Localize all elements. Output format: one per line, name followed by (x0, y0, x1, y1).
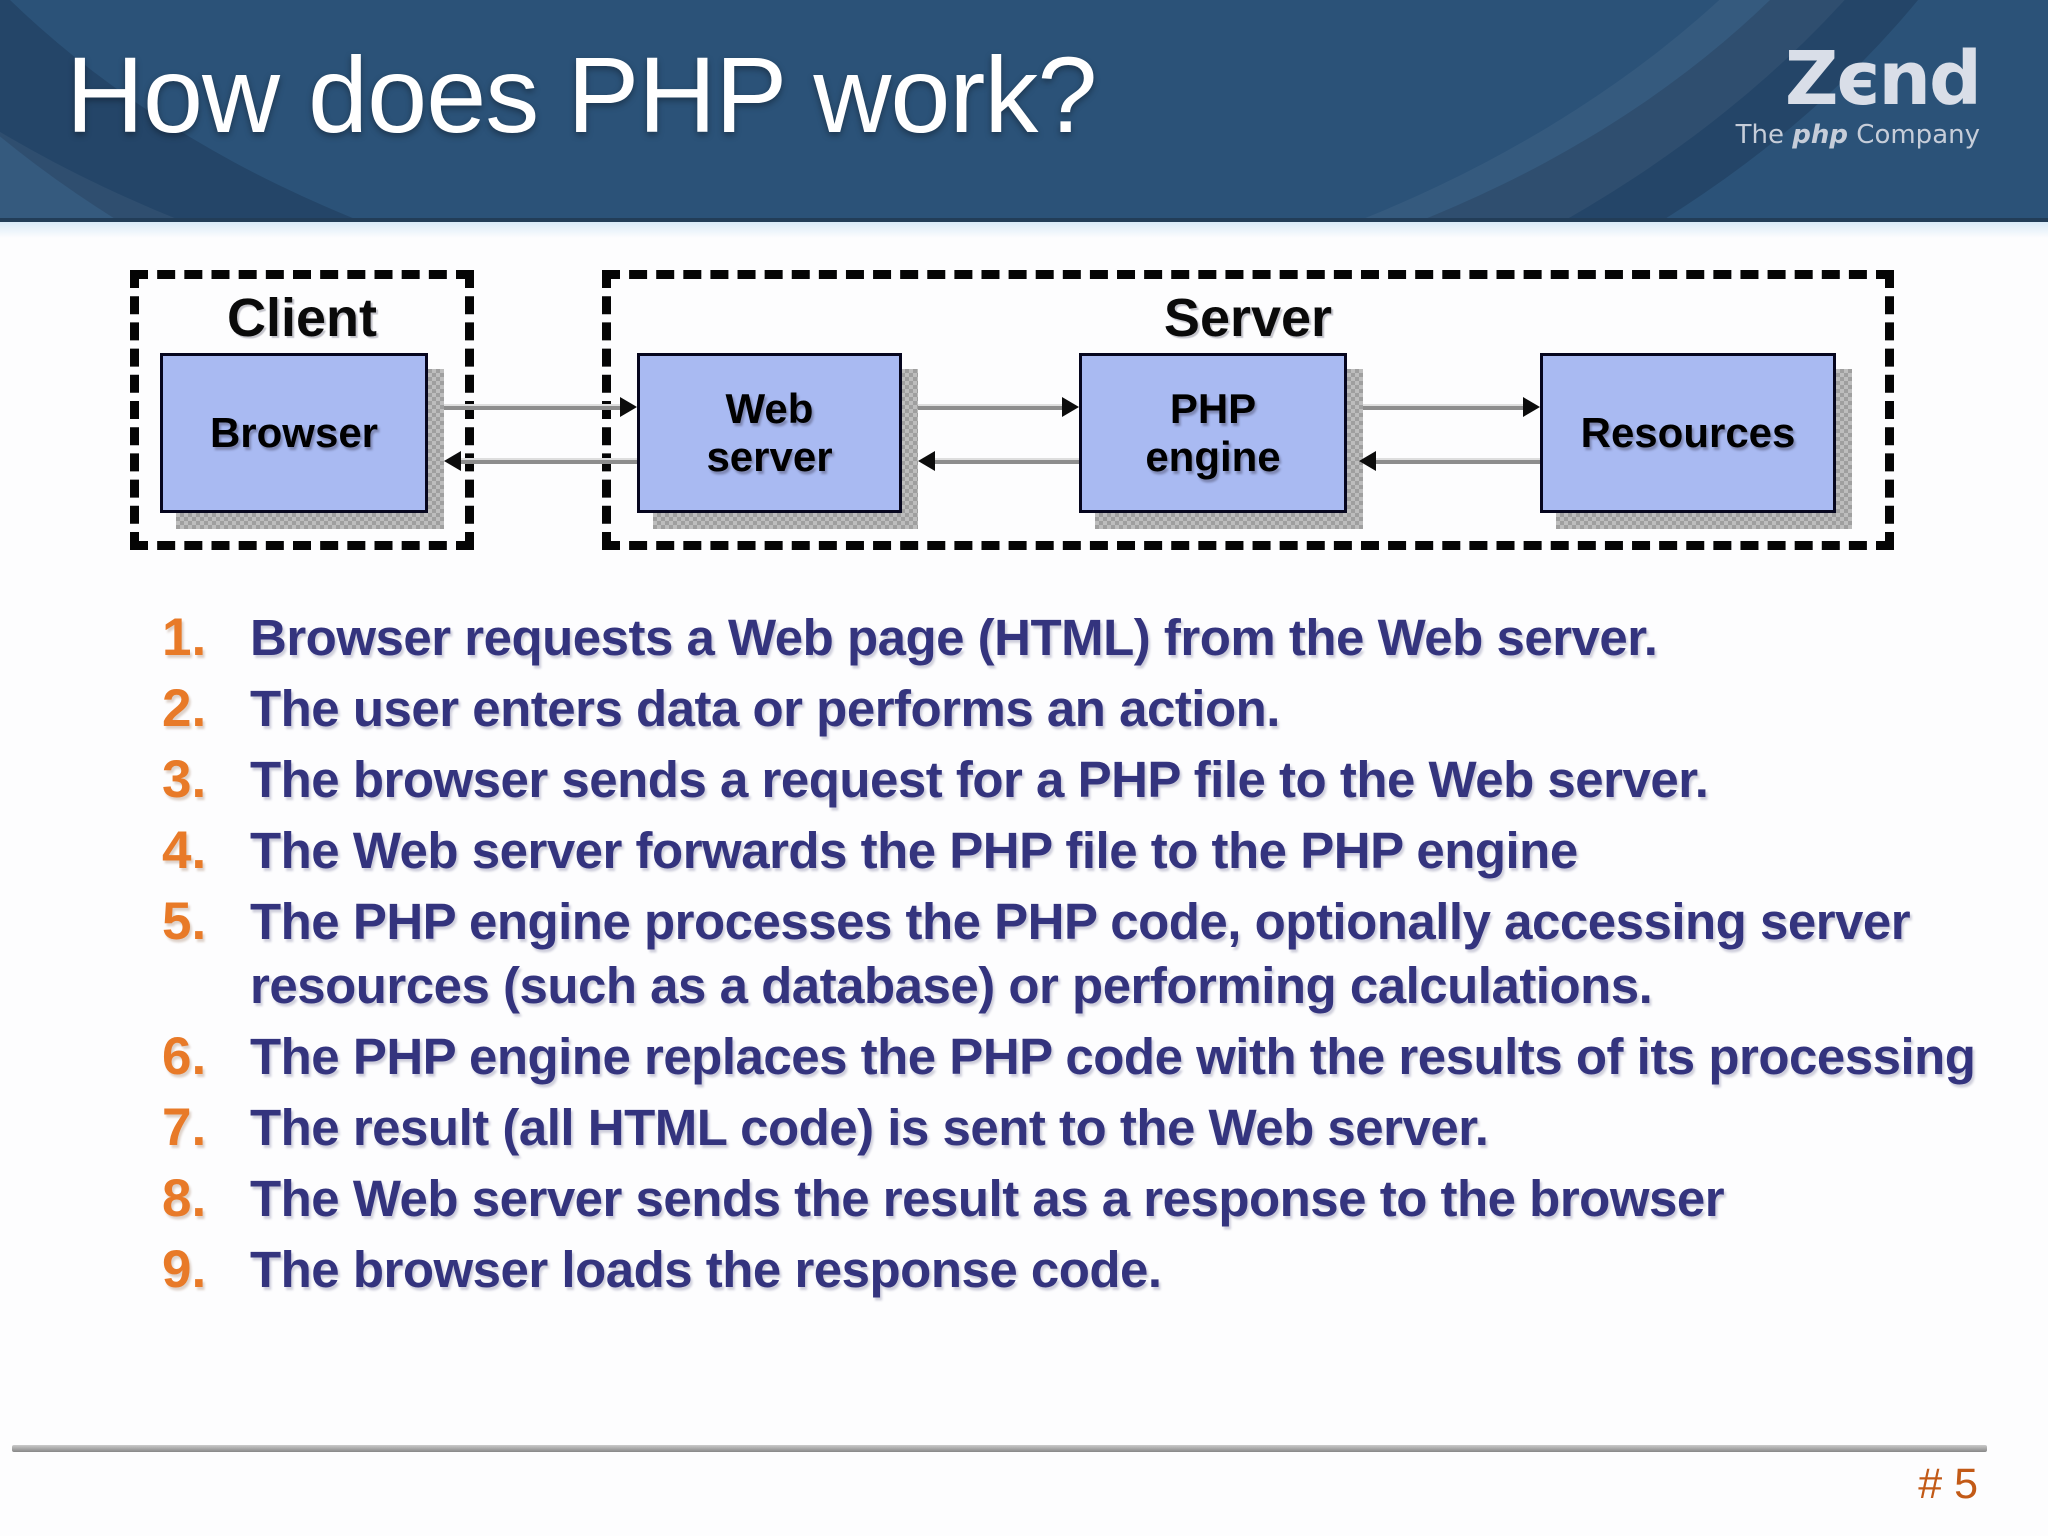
arrow-phpengine-to-resources-line (1343, 404, 1526, 410)
step-number: 6. (162, 1027, 207, 1086)
client-group-label: Client (226, 288, 377, 348)
arrow-browser-to-webserver-head-icon (620, 397, 637, 417)
web-server-box-label-line2: server (706, 433, 833, 480)
step-item-3: 3. The browser sends a request for a PHP… (150, 748, 1990, 812)
server-group-box: Server (602, 270, 1894, 550)
step-item-4: 4. The Web server forwards the PHP file … (150, 819, 1990, 883)
page-number: # 5 (1918, 1460, 1978, 1508)
php-engine-box: PHP engine (1079, 353, 1347, 513)
arrow-webserver-to-phpengine-head-icon (1062, 397, 1079, 417)
resources-box: Resources (1540, 353, 1836, 513)
step-text: The Web server sends the result as a res… (250, 1170, 1725, 1227)
zend-logo-wordmark: Zєnd (1784, 36, 1982, 122)
step-text: The user enters data or performs an acti… (250, 680, 1280, 737)
step-item-6: 6. The PHP engine replaces the PHP code … (150, 1025, 1990, 1089)
arrow-webserver-to-browser-line (460, 458, 637, 464)
server-group-label: Server (1163, 288, 1333, 348)
arrow-phpengine-to-webserver-line (934, 458, 1079, 464)
zend-logo: Zєnd The php Company (1736, 36, 1982, 150)
tagline-php: php (1792, 120, 1849, 150)
web-server-box-label-line1: Web (725, 385, 814, 432)
step-item-1: 1. Browser requests a Web page (HTML) fr… (150, 606, 1990, 670)
slide-title: How does PHP work? (66, 34, 1097, 155)
step-item-2: 2. The user enters data or performs an a… (150, 677, 1990, 741)
footer-divider (12, 1445, 1987, 1452)
php-engine-box-label-line1: PHP (1169, 385, 1257, 432)
step-item-7: 7. The result (all HTML code) is sent to… (150, 1096, 1990, 1160)
arrow-webserver-to-phpengine-line (896, 404, 1065, 410)
browser-box: Browser (160, 353, 428, 513)
step-number: 1. (162, 608, 207, 667)
step-number: 3. (162, 750, 207, 809)
step-item-8: 8. The Web server sends the result as a … (150, 1167, 1990, 1231)
arrow-resources-to-phpengine-line (1375, 458, 1540, 464)
tagline-post: Company (1848, 120, 1980, 150)
step-number: 7. (162, 1098, 207, 1157)
arrow-webserver-to-browser-head-icon (444, 451, 461, 471)
tagline-pre: The (1735, 120, 1793, 150)
arrow-browser-to-webserver-line (428, 404, 623, 410)
arrow-phpengine-to-webserver-head-icon (918, 451, 935, 471)
steps-list: 1. Browser requests a Web page (HTML) fr… (150, 606, 1990, 1309)
step-text: The browser sends a request for a PHP fi… (250, 751, 1709, 808)
step-text: The result (all HTML code) is sent to th… (250, 1099, 1489, 1156)
step-number: 5. (162, 892, 207, 951)
step-number: 8. (162, 1169, 207, 1228)
step-text: The Web server forwards the PHP file to … (250, 822, 1578, 879)
step-number: 4. (162, 821, 207, 880)
step-number: 9. (162, 1240, 207, 1299)
step-item-9: 9. The browser loads the response code. (150, 1238, 1990, 1302)
step-number: 2. (162, 679, 207, 738)
header-bar: How does PHP work? Zєnd The php Company (0, 0, 2048, 222)
zend-logo-tagline: The php Company (1736, 120, 1980, 150)
step-text: Browser requests a Web page (HTML) from … (250, 609, 1658, 666)
arrow-resources-to-phpengine-head-icon (1359, 451, 1376, 471)
php-engine-box-label-line2: engine (1145, 433, 1281, 480)
web-server-box: Web server (637, 353, 902, 513)
arrow-phpengine-to-resources-head-icon (1523, 397, 1540, 417)
resources-box-label: Resources (1580, 409, 1796, 456)
browser-box-label: Browser (209, 409, 379, 456)
step-text: The PHP engine replaces the PHP code wit… (250, 1028, 1976, 1085)
step-item-5: 5. The PHP engine processes the PHP code… (150, 890, 1990, 1018)
step-text: The PHP engine processes the PHP code, o… (250, 893, 1911, 1014)
client-group-box: Client (130, 270, 474, 550)
header-glow (0, 222, 2048, 238)
step-text: The browser loads the response code. (250, 1241, 1162, 1298)
